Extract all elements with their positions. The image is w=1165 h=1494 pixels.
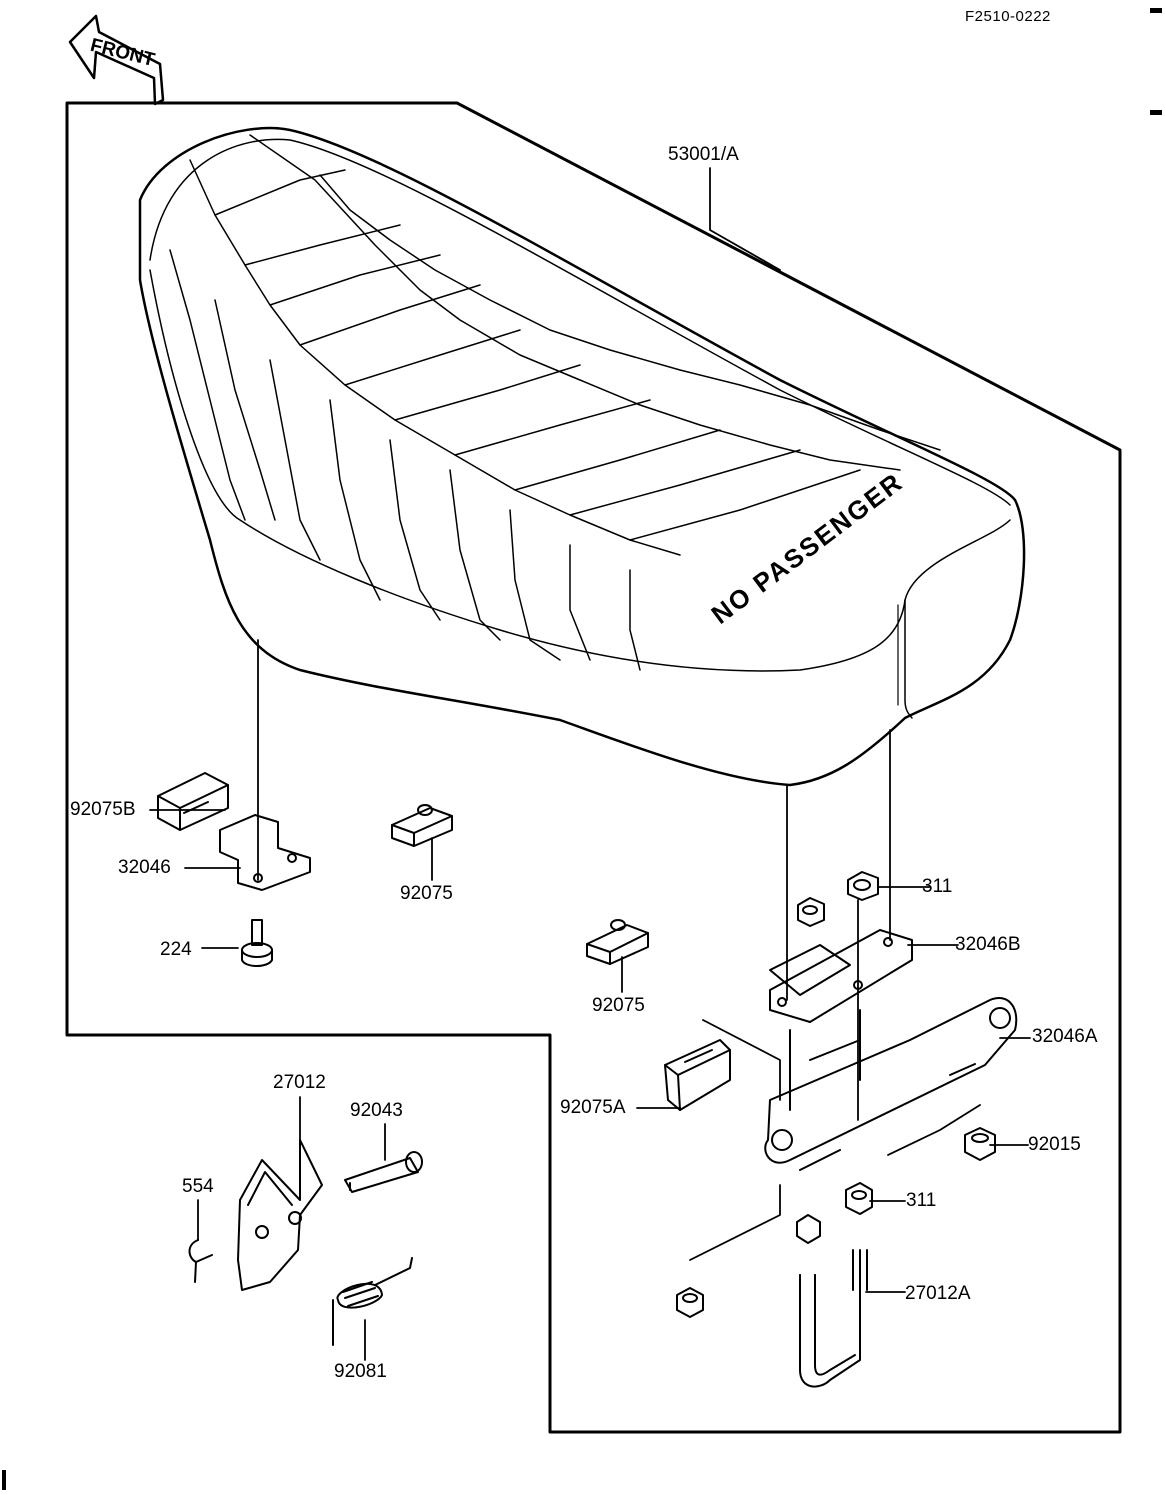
margin-mark-top (1150, 8, 1162, 13)
pad-92075-upper-drawing (391, 804, 453, 847)
diagram-frame (65, 101, 1122, 1434)
margin-mark-mid (1150, 110, 1162, 115)
label-bracket-32046b: 32046B (955, 934, 1021, 955)
margin-mark-bottom (2, 1470, 6, 1490)
plate-27012-drawing (237, 1139, 323, 1291)
nut-311-upper-drawing (847, 871, 879, 901)
cotter-554-drawing (188, 1239, 213, 1283)
nut-311-lower-drawing (845, 1182, 873, 1215)
leader-lines (149, 167, 1031, 1361)
label-bracket-32046a: 32046A (1032, 1026, 1098, 1047)
front-arrow-label: FRONT (88, 35, 157, 71)
ubolt-27012a-drawing (799, 1249, 868, 1388)
label-bracket-32046: 32046 (118, 857, 171, 878)
bolt-224-drawing (241, 919, 273, 967)
pad-92075-lower-drawing (586, 919, 649, 965)
label-pin-92043: 92043 (350, 1100, 403, 1121)
front-arrow-icon: FRONT (68, 14, 165, 106)
drawing-code: F2510-0222 (965, 8, 1051, 25)
label-plate-27012: 27012 (273, 1072, 326, 1093)
pad-92075a-drawing (664, 1039, 731, 1111)
label-pad-92075a: 92075A (560, 1097, 626, 1118)
bracket-32046a-drawing (764, 997, 1018, 1171)
spring-92081-drawing (332, 1257, 413, 1346)
label-spring-92081: 92081 (334, 1361, 387, 1382)
bracket-32046-drawing (219, 814, 311, 891)
label-pad-92075b: 92075B (70, 799, 136, 820)
nut-left-lower-drawing (676, 1287, 704, 1318)
label-ubolt-27012a: 27012A (905, 1283, 971, 1304)
label-pad-92075-lower: 92075 (592, 995, 645, 1016)
label-bolt-224: 224 (160, 939, 192, 960)
nut-ubolt-drawing (796, 1214, 821, 1244)
label-pad-92075-upper: 92075 (400, 883, 453, 904)
nut-92015-drawing (964, 1127, 996, 1161)
seat-drawing: NO PASSENGER (138, 126, 1026, 787)
nut-second-drawing (797, 897, 825, 927)
label-nut-92015: 92015 (1028, 1134, 1081, 1155)
label-cotter-554: 554 (182, 1176, 214, 1197)
bracket-32046b-drawing (769, 929, 913, 1023)
pad-92075b-drawing (157, 772, 229, 831)
seat-no-passenger-text: NO PASSENGER (706, 466, 909, 629)
pin-92043-drawing (344, 1151, 423, 1193)
label-nut-311-lower: 311 (906, 1190, 937, 1211)
label-nut-311-upper: 311 (922, 876, 953, 897)
label-seat-53001a: 53001/A (668, 144, 739, 165)
